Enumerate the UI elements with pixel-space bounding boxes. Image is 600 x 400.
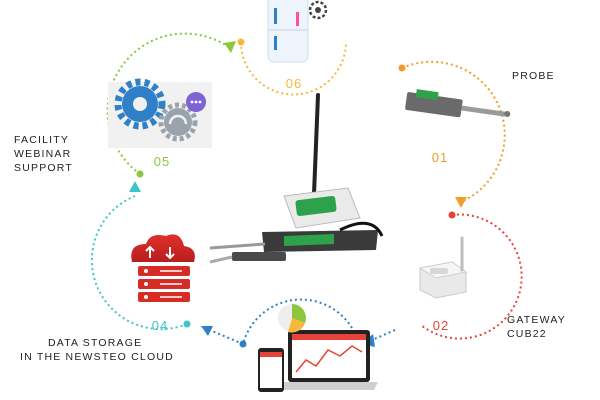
step-02-circle: 02 xyxy=(420,211,523,340)
step-01-number: 01 xyxy=(432,150,448,165)
label-line: SUPPORT xyxy=(14,162,73,174)
step-04-number: 04 xyxy=(152,318,168,333)
step-04-circle: 04 xyxy=(90,181,191,333)
linear-probe-icon xyxy=(405,89,511,118)
gateway-box-icon xyxy=(418,236,468,299)
label-data-storage: DATA STORAGE IN THE NEWSTEO CLOUD xyxy=(20,336,174,364)
gear-support-icon xyxy=(108,78,212,148)
label-line: FACILITY xyxy=(14,134,70,146)
label-probe: PROBE xyxy=(512,69,555,83)
central-sensor-icon xyxy=(209,93,384,264)
label-line: WEBINAR xyxy=(14,148,72,160)
step-01-circle: 01 xyxy=(398,60,506,208)
step-05-number: 05 xyxy=(154,154,170,169)
label-line: PROBE xyxy=(512,70,555,82)
label-support: FACILITY WEBINAR SUPPORT xyxy=(14,133,73,175)
label-line: IN THE NEWSTEO CLOUD xyxy=(20,351,174,363)
label-gateway: GATEWAY CUB22 xyxy=(507,313,566,341)
label-line: CUB22 xyxy=(507,328,547,340)
label-line: DATA STORAGE xyxy=(48,337,143,349)
label-line: GATEWAY xyxy=(507,314,566,326)
step-06-number: 06 xyxy=(286,76,302,91)
step-02-number: 02 xyxy=(433,318,449,333)
laptop-dashboard-icon xyxy=(258,304,378,392)
step-06-circle: 06 xyxy=(237,38,347,96)
fridge-settings-icon xyxy=(267,0,328,63)
cloud-server-icon xyxy=(131,234,195,302)
